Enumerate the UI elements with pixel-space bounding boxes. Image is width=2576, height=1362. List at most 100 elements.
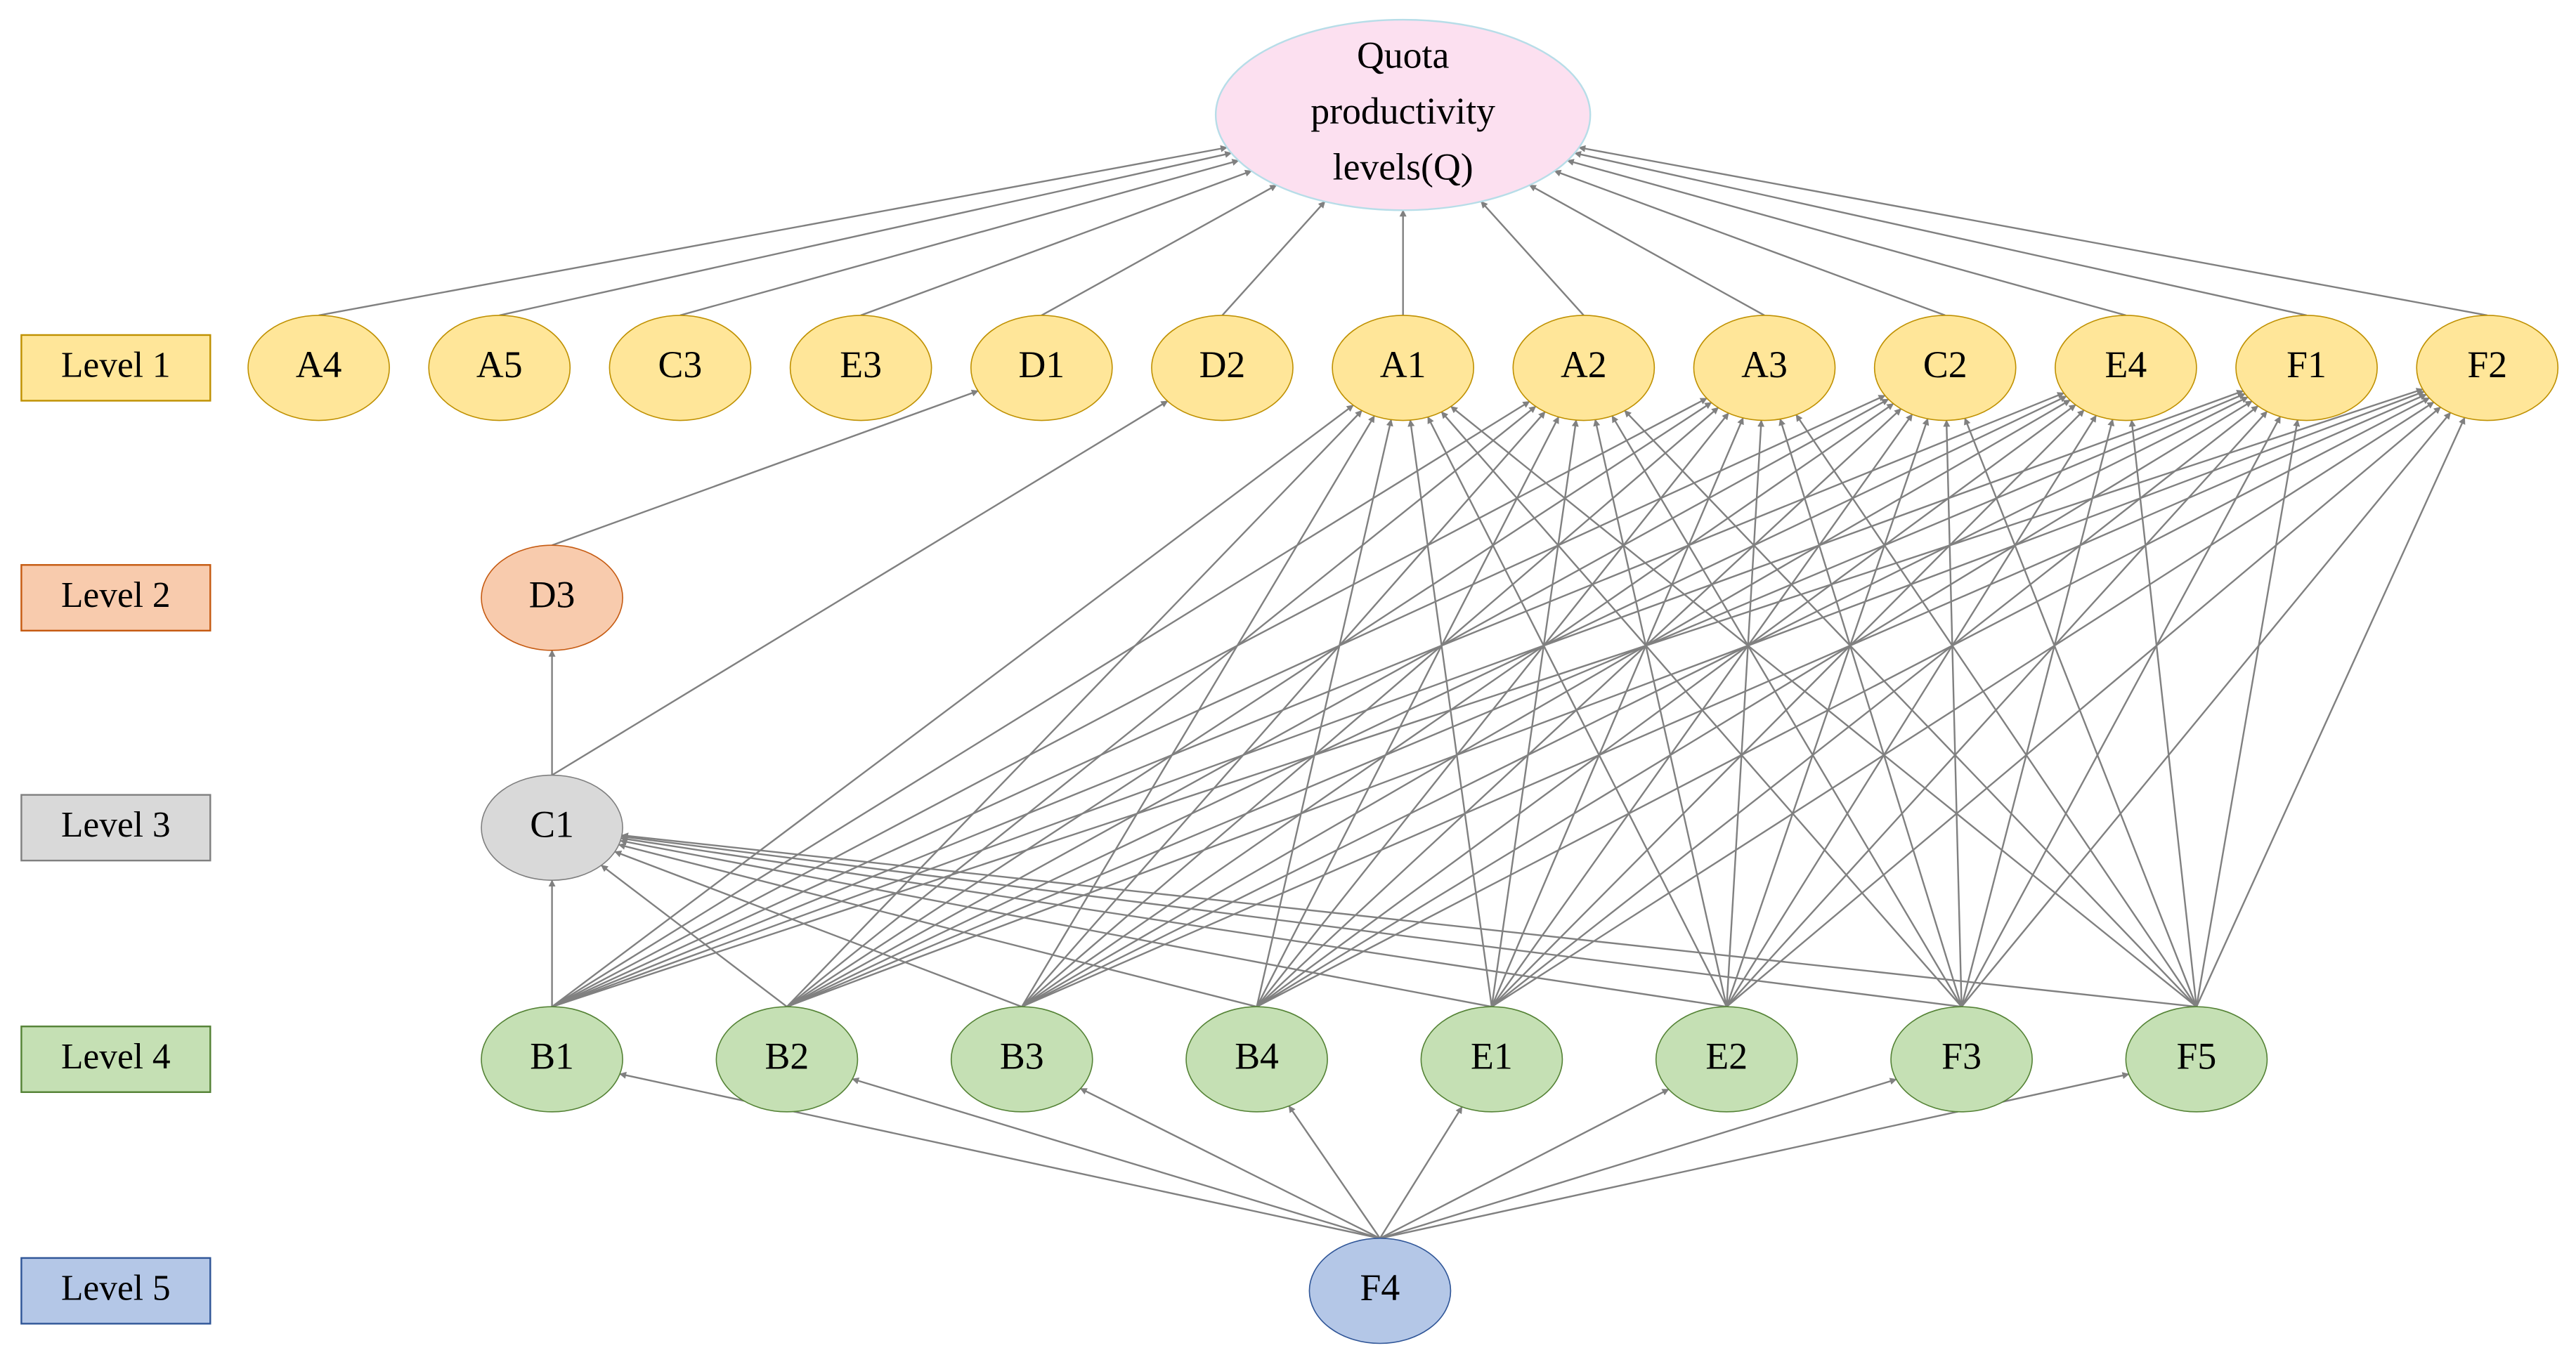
node-shape bbox=[950, 1006, 1093, 1113]
edge-e1-to-f1 bbox=[1491, 405, 2259, 1008]
edge-f3-to-c2 bbox=[1943, 419, 1963, 1007]
node-shape bbox=[1308, 1238, 1452, 1344]
node-label: C3 bbox=[658, 343, 703, 386]
edge-b1-to-e4 bbox=[552, 392, 2065, 1008]
node-b1: B1 bbox=[481, 1006, 623, 1113]
edge-d1-to-q bbox=[1041, 184, 1277, 316]
level-label-3: Level 3 bbox=[20, 794, 212, 862]
node-shape bbox=[2235, 315, 2378, 421]
node-shape bbox=[1151, 315, 1294, 421]
edge-f4-to-b4 bbox=[1288, 1105, 1381, 1239]
level-label-2: Level 2 bbox=[20, 564, 212, 631]
edge-f4-to-b2 bbox=[852, 1077, 1381, 1240]
edge-b2-to-a3 bbox=[786, 402, 1712, 1008]
node-a5: A5 bbox=[428, 315, 571, 421]
level-label-box bbox=[20, 794, 212, 862]
node-c2: C2 bbox=[1873, 315, 2017, 421]
node-label: F1 bbox=[2286, 343, 2327, 386]
node-label: B4 bbox=[1235, 1035, 1279, 1077]
edge-b3-to-c2 bbox=[1021, 402, 1894, 1008]
edge-b3-to-c1 bbox=[614, 851, 1022, 1008]
edge-f3-to-a2 bbox=[1611, 415, 1963, 1007]
edges-layer bbox=[318, 145, 2487, 1240]
edge-e2-to-c2 bbox=[1726, 418, 1930, 1007]
node-label: F2 bbox=[2467, 343, 2507, 386]
node-f3: F3 bbox=[1890, 1006, 2033, 1113]
edge-b4-to-a1 bbox=[1256, 419, 1393, 1007]
level-label-box bbox=[20, 334, 212, 402]
edge-a2-to-q bbox=[1480, 201, 1585, 316]
node-label: F3 bbox=[1941, 1035, 1982, 1077]
edge-b4-to-f2 bbox=[1256, 397, 2431, 1008]
edge-f4-to-e2 bbox=[1379, 1088, 1670, 1239]
level-label-4: Level 4 bbox=[20, 1026, 212, 1093]
edge-f3-to-a3 bbox=[1778, 418, 1963, 1007]
node-e3: E3 bbox=[789, 315, 932, 421]
edge-f5-to-a3 bbox=[1795, 414, 2197, 1007]
edge-b1-to-a3 bbox=[552, 397, 1707, 1008]
edge-b2-to-e4 bbox=[786, 395, 2067, 1008]
edge-f4-to-f3 bbox=[1379, 1078, 1897, 1240]
edge-e1-to-c1 bbox=[620, 838, 1492, 1008]
node-label: B3 bbox=[1000, 1035, 1044, 1077]
node-label: A5 bbox=[476, 343, 523, 386]
node-c3: C3 bbox=[609, 315, 752, 421]
edge-b4-to-e4 bbox=[1256, 404, 2076, 1008]
edge-b2-to-c1 bbox=[601, 864, 788, 1008]
edge-f5-to-a2 bbox=[1624, 410, 2197, 1008]
edge-e4-to-q bbox=[1566, 159, 2126, 317]
edge-e2-to-f2 bbox=[1726, 406, 2441, 1008]
node-label: A1 bbox=[1380, 343, 1426, 386]
edge-f5-to-a1 bbox=[1450, 405, 2197, 1008]
node-shape bbox=[2125, 1006, 2268, 1113]
node-e2: E2 bbox=[1655, 1006, 1798, 1113]
node-b2: B2 bbox=[715, 1006, 859, 1113]
edge-b4-to-c1 bbox=[618, 842, 1257, 1008]
edge-f5-to-e4 bbox=[2128, 419, 2198, 1007]
node-label: D1 bbox=[1018, 343, 1065, 386]
node-b4: B4 bbox=[1185, 1006, 1328, 1113]
level-label-box bbox=[20, 564, 212, 631]
edge-f3-to-f2 bbox=[1960, 412, 2452, 1007]
edge-a4-to-q bbox=[318, 145, 1228, 317]
edge-b3-to-a1 bbox=[1021, 415, 1375, 1007]
level-label-text: Level 5 bbox=[61, 1268, 171, 1308]
node-label: B1 bbox=[530, 1035, 574, 1077]
edge-e2-to-e4 bbox=[1726, 414, 2097, 1007]
edge-c1-to-d2 bbox=[551, 400, 1169, 776]
edge-e2-to-a2 bbox=[1593, 419, 1728, 1007]
edge-f5-to-f2 bbox=[2195, 417, 2466, 1007]
node-q-shape bbox=[1214, 18, 1592, 211]
edge-f5-to-c1 bbox=[621, 832, 2197, 1008]
node-shape bbox=[1332, 315, 1474, 421]
node-f5: F5 bbox=[2125, 1006, 2268, 1113]
edge-b1-to-f2 bbox=[552, 388, 2424, 1008]
level-label-text: Level 2 bbox=[61, 575, 171, 615]
node-e1: E1 bbox=[1420, 1006, 1563, 1113]
edge-e1-to-a1 bbox=[1407, 419, 1493, 1007]
edge-e2-to-f1 bbox=[1726, 410, 2268, 1008]
node-shape bbox=[609, 315, 752, 421]
edge-f2-to-q bbox=[1578, 145, 2487, 317]
node-shape bbox=[481, 774, 623, 881]
node-label: D3 bbox=[529, 573, 575, 615]
node-f2: F2 bbox=[2416, 315, 2559, 421]
node-d3: D3 bbox=[481, 544, 623, 651]
edge-a5-to-q bbox=[499, 150, 1232, 317]
edge-f3-to-f1 bbox=[1960, 416, 2282, 1007]
edge-e3-to-q bbox=[860, 169, 1252, 317]
node-label: F5 bbox=[2177, 1035, 2217, 1077]
node-a3: A3 bbox=[1693, 315, 1836, 421]
node-shape bbox=[247, 315, 390, 421]
edge-b1-to-c2 bbox=[552, 394, 1886, 1008]
node-a4: A4 bbox=[247, 315, 390, 421]
edge-b2-to-f2 bbox=[786, 390, 2425, 1008]
edge-b1-to-f1 bbox=[552, 389, 2244, 1008]
edge-e1-to-e4 bbox=[1491, 410, 2085, 1008]
node-label: A2 bbox=[1561, 343, 1607, 386]
node-q-label-line: Quota bbox=[1357, 34, 1450, 77]
edge-f3-to-c1 bbox=[620, 834, 1962, 1008]
node-a1: A1 bbox=[1332, 315, 1474, 421]
